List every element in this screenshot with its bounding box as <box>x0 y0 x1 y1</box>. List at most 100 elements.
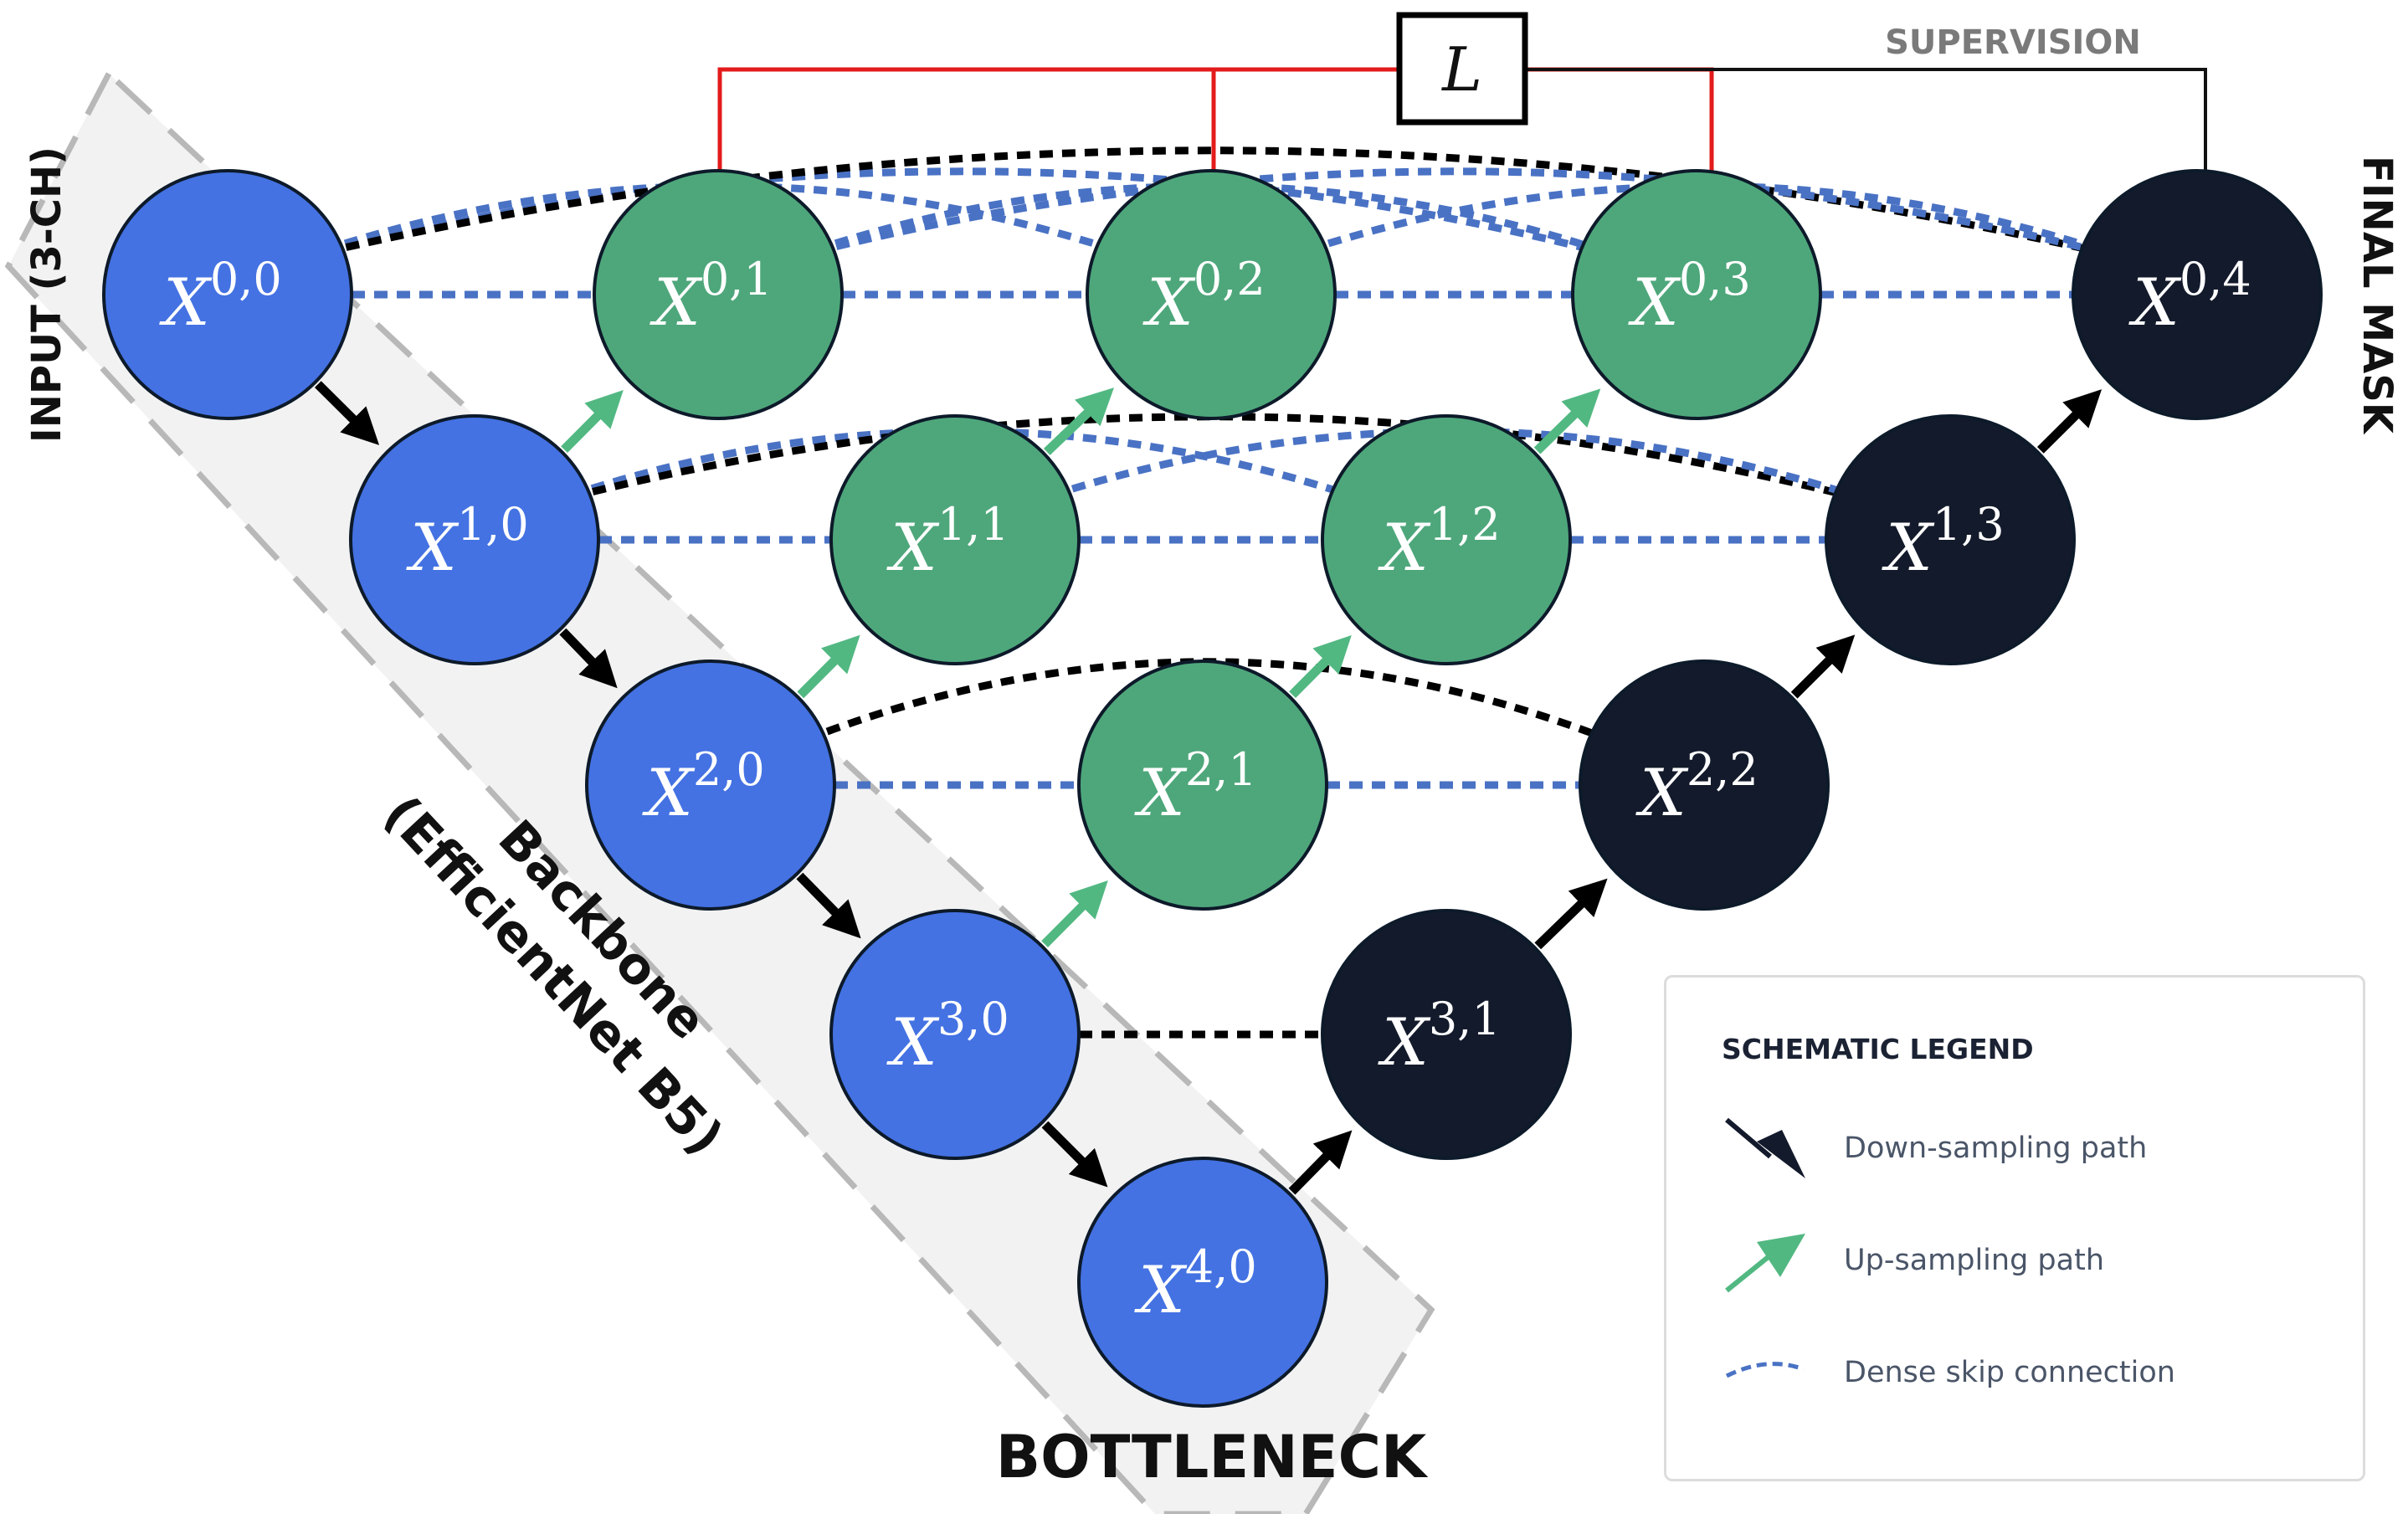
node-superscript-x12: 1,2 <box>1429 498 1501 551</box>
legend-label-up-sampling: Up-sampling path <box>1844 1244 2105 1277</box>
node-x02: X0,2 <box>1086 169 1337 420</box>
node-x12: X1,2 <box>1321 414 1572 665</box>
down-sampling-arrow-x00-x10 <box>314 381 380 445</box>
node-circle-x22 <box>1579 659 1830 911</box>
node-label-x12: X1,2 <box>1377 498 1500 586</box>
node-superscript-x11: 1,1 <box>937 498 1009 551</box>
supervision-lines <box>717 67 2207 176</box>
legend-title: SCHEMATIC LEGEND <box>1722 1033 2034 1065</box>
node-base-x00: X <box>158 265 213 341</box>
node-circle-x03 <box>1571 169 1822 420</box>
down-sampling-arrow-x20-x30 <box>796 872 861 939</box>
down-arrow-icon <box>1725 1117 1805 1178</box>
node-x30: X3,0 <box>829 909 1081 1160</box>
node-label-x01: X0,1 <box>649 253 772 341</box>
node-superscript-x31: 3,1 <box>1429 993 1501 1045</box>
node-x40: X4,0 <box>1077 1157 1328 1408</box>
node-x03: X0,3 <box>1571 169 1822 420</box>
node-base-x11: X <box>886 511 940 586</box>
node-superscript-x01: 0,1 <box>701 253 773 305</box>
node-base-x12: X <box>1377 511 1431 586</box>
node-base-x21: X <box>1133 756 1188 831</box>
node-superscript-x10: 1,0 <box>457 498 529 551</box>
node-circle-x21 <box>1077 659 1328 911</box>
skip-arc-x00-x04 <box>300 146 2124 261</box>
node-base-x30: X <box>886 1005 940 1080</box>
node-base-x04: X <box>2128 265 2182 341</box>
node-base-x31: X <box>1377 1005 1431 1080</box>
bottleneck-label: BOTTLENECK <box>996 1423 1429 1491</box>
skip-arc-x02-x04 <box>1284 182 2124 261</box>
path-arrows <box>314 381 2103 1195</box>
node-superscript-x02: 0,2 <box>1194 253 1266 305</box>
node-superscript-x21: 2,1 <box>1185 743 1257 796</box>
skip-arc-x10-x13 <box>547 413 1877 506</box>
node-x01: X0,1 <box>593 169 844 420</box>
up-arrow-icon <box>1725 1234 1805 1293</box>
node-base-x01: X <box>649 265 703 341</box>
skip-arc-x00-x02 <box>300 182 1138 261</box>
node-circle-x01 <box>593 169 844 420</box>
node-circle-x12 <box>1321 414 1572 665</box>
legend-panel: SCHEMATIC LEGEND Down-sampling path Up-s… <box>1664 975 2365 1481</box>
legend-item-up-sampling: Up-sampling path <box>1717 1224 2336 1299</box>
node-label-x04: X0,4 <box>2128 253 2251 341</box>
node-circle-x20 <box>585 659 836 911</box>
node-circle-x13 <box>1825 414 2076 665</box>
node-x31: X3,1 <box>1321 909 1572 1160</box>
node-base-x40: X <box>1133 1253 1188 1328</box>
node-label-x13: X1,3 <box>1881 498 2004 586</box>
node-label-x22: X2,2 <box>1635 743 1758 831</box>
node-label-x20: X2,0 <box>641 743 764 831</box>
node-circle-x31 <box>1321 909 1572 1160</box>
node-x00: X0,0 <box>102 169 353 420</box>
node-circle-x30 <box>829 909 1081 1160</box>
node-x21: X2,1 <box>1077 659 1328 911</box>
down-sampling-arrow-x22-x13 <box>1790 634 1856 699</box>
up-sampling-arrow-x21-x12 <box>1289 634 1352 699</box>
node-superscript-x00: 0,0 <box>210 253 282 305</box>
node-base-x20: X <box>641 756 696 831</box>
node-superscript-x22: 2,2 <box>1687 743 1759 796</box>
down-sampling-arrow-x13-x04 <box>2036 389 2103 454</box>
legend-label-down-sampling: Down-sampling path <box>1844 1132 2148 1165</box>
node-label-x21: X2,1 <box>1133 743 1256 831</box>
down-sampling-arrow-x10-x20 <box>559 628 618 689</box>
final-mask-label: FINAL MASK <box>2354 156 2400 435</box>
node-superscript-x04: 0,4 <box>2180 253 2251 305</box>
node-circle-x11 <box>829 414 1081 665</box>
skip-arc-x01-x04 <box>791 167 2124 261</box>
node-circle-x02 <box>1086 169 1337 420</box>
node-x10: X1,0 <box>349 414 600 665</box>
node-label-x00: X0,0 <box>158 253 281 341</box>
up-sampling-arrow-x10-x01 <box>561 389 624 454</box>
node-label-x02: X0,2 <box>1142 253 1265 341</box>
up-sampling-arrow-x11-x02 <box>1043 387 1115 455</box>
dashed-curve-icon <box>1725 1362 1805 1378</box>
legend-item-down-sampling: Down-sampling path <box>1717 1111 2336 1187</box>
node-circle-x40 <box>1077 1157 1328 1408</box>
node-x22: X2,2 <box>1579 659 1830 911</box>
node-superscript-x03: 0,3 <box>1679 253 1751 305</box>
down-sampling-arrow-x40-x31 <box>1288 1130 1353 1195</box>
node-label-x30: X3,0 <box>886 993 1009 1080</box>
node-x11: X1,1 <box>829 414 1081 665</box>
node-base-x22: X <box>1635 756 1689 831</box>
node-superscript-x20: 2,0 <box>693 743 765 796</box>
node-circle-x10 <box>349 414 600 665</box>
up-sampling-arrow-x20-x11 <box>797 634 860 699</box>
node-circle-x00 <box>102 169 353 420</box>
down-sampling-arrow-x30-x40 <box>1041 1121 1108 1188</box>
node-label-x03: X0,3 <box>1627 253 1750 341</box>
node-label-x10: X1,0 <box>405 498 528 586</box>
node-base-x10: X <box>405 511 460 586</box>
loss-label: L <box>1440 34 1482 105</box>
legend-label-dense-skip: Dense skip connection <box>1844 1356 2175 1389</box>
node-circle-x04 <box>2072 169 2323 420</box>
node-x04: X0,4 <box>2072 169 2323 420</box>
node-base-x02: X <box>1142 265 1196 341</box>
node-base-x13: X <box>1881 511 1935 586</box>
node-label-x31: X3,1 <box>1377 993 1500 1080</box>
node-label-x40: X4,0 <box>1133 1240 1256 1328</box>
